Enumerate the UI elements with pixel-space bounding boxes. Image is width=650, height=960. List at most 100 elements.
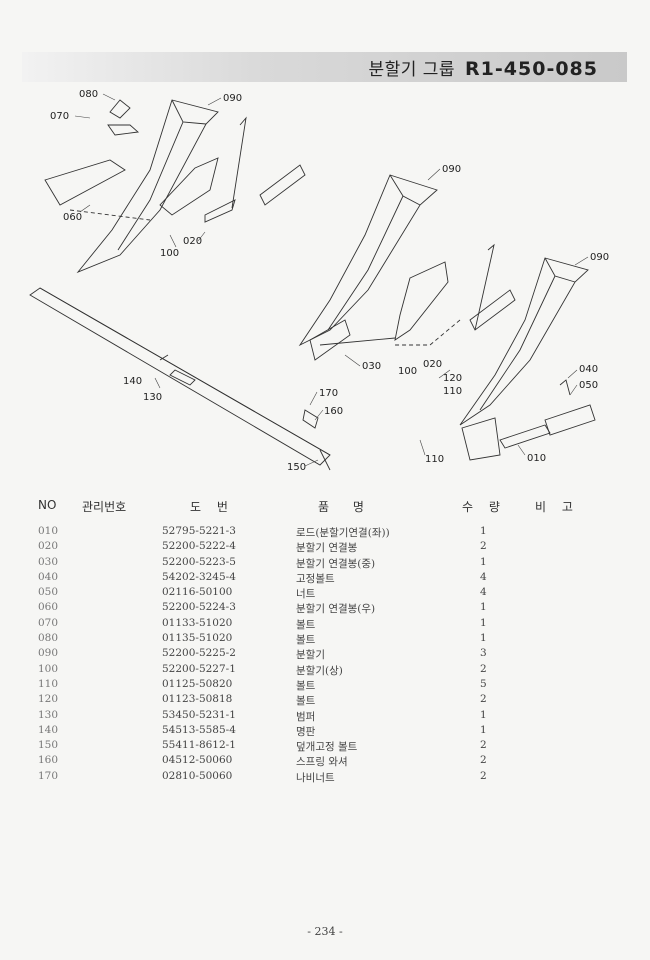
callout-label: 030 xyxy=(362,361,381,372)
part-number-cell: 55411-8612-1 xyxy=(162,739,236,752)
divider-blade-right xyxy=(459,257,596,461)
part-name-cell: 로드(분할기연결(좌)) xyxy=(296,527,390,539)
part-name-cell: 나비너트 xyxy=(296,771,335,784)
col-mgmt-no: 관리번호 xyxy=(82,500,127,514)
quantity-cell: 4 xyxy=(480,570,487,583)
part-number-cell: 52200-5227-1 xyxy=(162,662,236,675)
callout-label: 110 xyxy=(425,454,444,465)
part-name-cell: 분할기 연결봉(우) xyxy=(296,603,376,616)
callout-label: 070 xyxy=(50,111,69,122)
table-row: 130 53450-5231-1 범퍼 1 xyxy=(0,709,650,724)
divider-blade-middle xyxy=(298,174,516,361)
group-code: R1-450-085 xyxy=(465,58,598,80)
part-number-cell: 01123-50818 xyxy=(162,693,233,706)
part-number-cell: 53450-5231-1 xyxy=(162,708,236,721)
part-no-cell: 150 xyxy=(38,739,59,752)
callout-label: 100 xyxy=(398,366,417,377)
quantity-cell: 4 xyxy=(480,586,487,599)
part-no-cell: 050 xyxy=(38,586,59,599)
part-name-cell: 볼트 xyxy=(296,618,316,631)
part-name-cell: 분할기(상) xyxy=(296,664,343,677)
callout-label: 080 xyxy=(79,89,98,100)
quantity-cell: 1 xyxy=(480,708,487,721)
col-qty: 수 량 xyxy=(462,500,506,514)
col-note: 비 고 xyxy=(535,500,579,514)
part-no-cell: 020 xyxy=(38,540,59,553)
part-number-cell: 52200-5225-2 xyxy=(162,647,236,660)
part-number-cell: 54202-3245-4 xyxy=(162,570,236,583)
callout-label: 020 xyxy=(183,236,202,247)
callout-label: 090 xyxy=(223,93,242,104)
divider-blade-upper-left xyxy=(44,99,306,274)
callout-label: 140 xyxy=(123,376,142,387)
part-name-cell: 분할기 연결봉 xyxy=(296,542,358,555)
callout-label: 130 xyxy=(143,392,162,403)
quantity-cell: 5 xyxy=(480,677,487,690)
callout-label: 090 xyxy=(442,164,461,175)
part-no-cell: 010 xyxy=(38,525,59,537)
table-row: 050 02116-50100 너트 4 xyxy=(0,586,650,601)
part-name-cell: 덮개고정 볼트 xyxy=(296,741,358,754)
parts-diagram: 080 070 060 090 100 020 090 090 030 100 … xyxy=(29,89,609,473)
callout-label: 040 xyxy=(579,364,598,375)
quantity-cell: 2 xyxy=(480,693,487,706)
callout-labels: 080 070 060 090 100 020 090 090 030 100 … xyxy=(50,89,609,473)
bumper-bar xyxy=(29,287,331,471)
part-number-cell: 01125-50820 xyxy=(162,677,233,690)
part-no-cell: 120 xyxy=(38,693,59,706)
quantity-cell: 1 xyxy=(480,723,487,736)
part-number-cell: 52200-5223-5 xyxy=(162,555,236,568)
col-part-name: 품 명 xyxy=(318,500,374,514)
part-number-cell: 02810-50060 xyxy=(162,769,233,782)
part-name-cell: 범퍼 xyxy=(296,710,316,723)
part-number-cell: 54513-5585-4 xyxy=(162,723,236,736)
part-number-cell: 02116-50100 xyxy=(162,586,233,599)
part-no-cell: 080 xyxy=(38,632,59,645)
callout-label: 020 xyxy=(423,359,442,370)
quantity-cell: 2 xyxy=(480,739,487,752)
quantity-cell: 2 xyxy=(480,662,487,675)
quantity-cell: 2 xyxy=(480,754,487,767)
callout-label: 010 xyxy=(527,453,546,464)
col-drawing-no: 도 번 xyxy=(190,500,234,514)
table-row: 120 01123-50818 볼트 2 xyxy=(0,693,650,708)
part-name-cell: 볼트 xyxy=(296,695,316,708)
part-no-cell: 030 xyxy=(38,555,59,568)
callout-label: 090 xyxy=(590,252,609,263)
part-number-cell: 52795-5221-3 xyxy=(162,525,236,537)
parts-table: 010 52795-5221-3 로드(분할기연결(좌)) 1 020 52200-522… xyxy=(0,525,650,785)
table-row: 030 52200-5223-5 분할기 연결봉(중) 1 xyxy=(0,556,650,571)
part-name-cell: 스프링 와셔 xyxy=(296,756,348,769)
part-no-cell: 160 xyxy=(38,754,59,767)
part-name-cell: 분할기 연결봉(중) xyxy=(296,557,376,570)
part-number-cell: 52200-5224-3 xyxy=(162,601,236,614)
part-number-cell: 52200-5222-4 xyxy=(162,540,236,553)
callout-label: 100 xyxy=(160,248,179,259)
table-row: 150 55411-8612-1 덮개고정 볼트 2 xyxy=(0,739,650,754)
leader-lines xyxy=(74,93,589,467)
quantity-cell: 1 xyxy=(480,555,487,568)
quantity-cell: 1 xyxy=(480,632,487,645)
quantity-cell: 2 xyxy=(480,540,487,553)
part-name-cell: 고정볼트 xyxy=(296,572,335,585)
header-band xyxy=(22,52,627,82)
part-name-cell: 너트 xyxy=(296,588,316,601)
quantity-cell: 3 xyxy=(480,647,487,660)
page-title: 분할기 그룹 R1-450-085 xyxy=(368,55,598,80)
callout-label: 170 xyxy=(319,388,338,399)
page-number: - 234 - xyxy=(307,925,343,938)
group-name: 분할기 그룹 xyxy=(368,60,456,80)
part-no-cell: 090 xyxy=(38,647,59,660)
callout-label: 060 xyxy=(63,212,82,223)
part-no-cell: 130 xyxy=(38,708,59,721)
part-no-cell: 070 xyxy=(38,616,59,629)
table-row: 020 52200-5222-4 분할기 연결봉 2 xyxy=(0,540,650,555)
